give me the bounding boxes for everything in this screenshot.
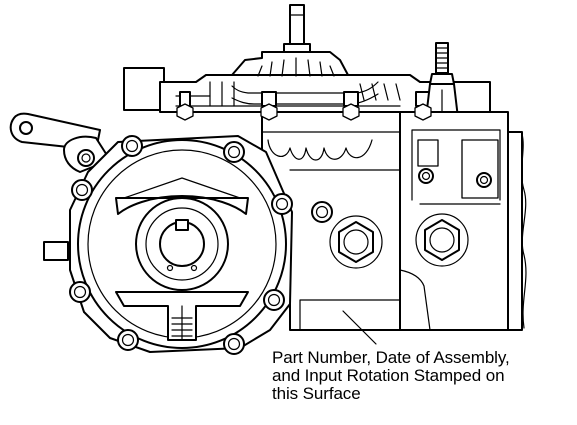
bolt-icon <box>71 179 93 201</box>
bolt-icon <box>271 193 293 215</box>
port-plugs <box>329 213 469 269</box>
callout-line: this Surface <box>272 384 361 403</box>
bolt-icon <box>117 329 139 351</box>
bolt-icon <box>263 289 285 311</box>
flange-bolts <box>69 135 333 355</box>
hex-bolt-icon <box>342 103 360 121</box>
hex-bolt-icon <box>260 103 278 121</box>
hex-plug-icon <box>329 215 383 269</box>
control-lever <box>9 112 111 173</box>
bolt-icon <box>223 333 245 355</box>
bolt-icon <box>69 281 91 303</box>
hex-plug-icon <box>415 213 469 267</box>
top-bolts <box>176 103 432 121</box>
top-housing-fins <box>123 51 491 113</box>
hex-bolt-icon <box>414 103 432 121</box>
stamped-surface-callout: Part Number, Date of Assembly, and Input… <box>272 349 577 403</box>
pump-flange <box>43 135 293 353</box>
bolt-icon <box>121 135 143 157</box>
threaded-stud <box>425 42 459 119</box>
bolt-icon <box>223 141 245 163</box>
callout-line: and Input Rotation Stamped on <box>272 366 505 385</box>
bolt-icon <box>311 201 333 223</box>
callout-line: Part Number, Date of Assembly, <box>272 348 510 367</box>
callout-leader-line <box>342 310 377 345</box>
right-housing <box>395 111 527 331</box>
input-shaft <box>283 4 311 53</box>
center-housing <box>261 111 431 331</box>
hex-bolt-icon <box>176 103 194 121</box>
